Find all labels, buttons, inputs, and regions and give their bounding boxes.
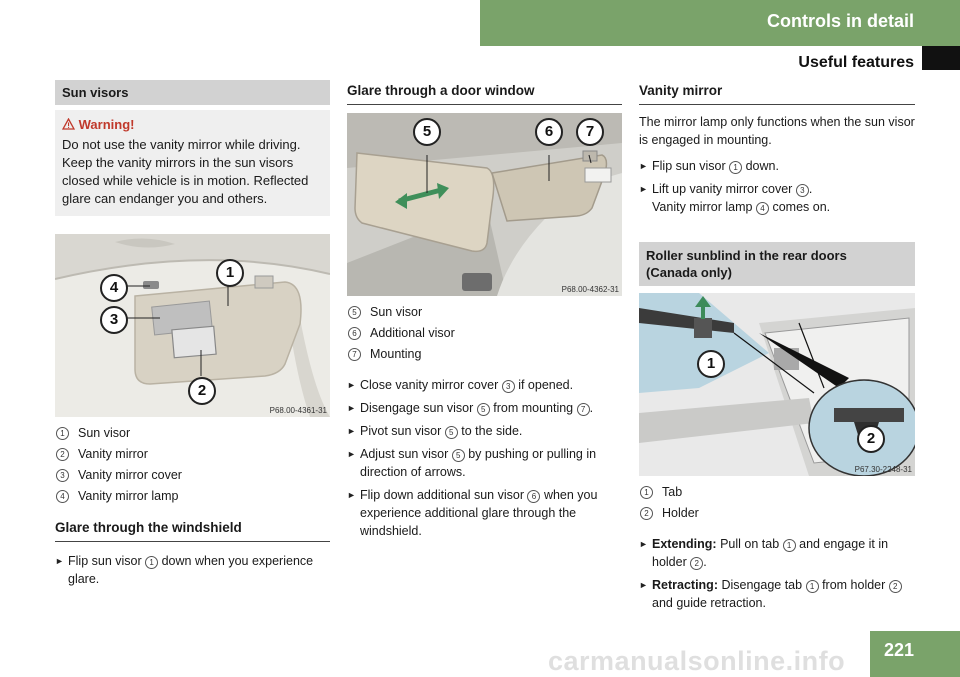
step-text: Retracting: Disengage tab 1 from holder … xyxy=(652,576,915,612)
step-text: Flip down additional sun visor 6 when yo… xyxy=(360,488,598,538)
warning-text: Do not use the vanity mirror while drivi… xyxy=(62,137,309,206)
item-number: 4 xyxy=(56,490,69,503)
vanity-intro: The mirror lamp only functions when the … xyxy=(639,115,915,147)
item-number: 2 xyxy=(640,507,653,520)
image-code: P67.30-2248-31 xyxy=(854,465,912,474)
callout-2: 2 xyxy=(857,425,885,453)
item-label: Vanity mirror cover xyxy=(78,468,182,482)
subsection-title: Useful features xyxy=(798,54,914,71)
warning-title-row: Warning! xyxy=(61,116,323,134)
roller-sunblind-heading: Roller sunblind in the rear doors (Canad… xyxy=(639,242,915,286)
sun-visors-heading: Sun visors xyxy=(55,80,330,105)
list-item: 1 Tab xyxy=(639,482,915,503)
callout-5: 5 xyxy=(413,118,441,146)
callout-7: 7 xyxy=(576,118,604,146)
list-item: 1 Sun visor xyxy=(55,423,330,444)
item-label: Sun visor xyxy=(370,305,423,319)
vanity-mirror-heading: Vanity mirror xyxy=(639,80,915,105)
arrow-icon: ► xyxy=(55,556,64,566)
callout-1: 1 xyxy=(697,350,725,378)
item-label: Tab xyxy=(662,485,683,499)
callout-2: 2 xyxy=(188,377,216,405)
step-text: Lift up vanity mirror cover 3.Vanity mir… xyxy=(652,182,831,215)
step-text: Extending: Pull on tab 1 and engage it i… xyxy=(652,537,889,570)
image-code: P68.00-4362-31 xyxy=(561,285,619,294)
arrow-icon: ► xyxy=(639,580,648,590)
list-item: 5 Sun visor xyxy=(347,302,622,323)
column-1: Sun visors Warning! Do not use the vanit… xyxy=(55,80,330,588)
windshield-heading: Glare through the windshield xyxy=(55,520,330,542)
sun-visor-figure: 4 3 1 2 P68.00-4361-31 xyxy=(55,234,330,417)
instruction-step: ► Disengage sun visor 5 from mounting 7. xyxy=(347,399,622,417)
arrow-icon: ► xyxy=(347,449,356,459)
warning-title: Warning! xyxy=(78,117,135,132)
item-label: Vanity mirror xyxy=(78,447,148,461)
page-number: 221 xyxy=(883,640,914,660)
item-number: 1 xyxy=(640,486,653,499)
step-text: Flip sun visor 1 down. xyxy=(652,159,779,174)
item-number: 6 xyxy=(348,327,361,340)
item-label: Vanity mirror lamp xyxy=(78,489,179,503)
arrow-icon: ► xyxy=(639,184,648,194)
instruction-step: ► Flip down additional sun visor 6 when … xyxy=(347,486,622,540)
item-label: Mounting xyxy=(370,347,422,361)
header-tab-marker xyxy=(922,46,960,70)
list-item: 4 Vanity mirror lamp xyxy=(55,486,330,507)
item-label: Holder xyxy=(662,506,699,520)
sunblind-figure: 1 2 P67.30-2248-31 xyxy=(639,293,915,476)
item-number: 7 xyxy=(348,348,361,361)
callout-4: 4 xyxy=(100,274,128,302)
arrow-icon: ► xyxy=(347,490,356,500)
item-label: Sun visor xyxy=(78,426,131,440)
callout-1: 1 xyxy=(216,259,244,287)
item-label: Additional visor xyxy=(370,326,455,340)
section-title: Controls in detail xyxy=(766,11,914,31)
instruction-step: ► Lift up vanity mirror cover 3.Vanity m… xyxy=(639,180,915,216)
item-number: 3 xyxy=(56,469,69,482)
instruction-step: ► Close vanity mirror cover 3 if opened. xyxy=(347,376,622,394)
callout-6: 6 xyxy=(535,118,563,146)
warning-triangle-icon xyxy=(61,117,79,132)
door-visor-figure: 5 6 7 P68.00-4362-31 xyxy=(347,113,622,296)
legend-list: 5 Sun visor 6 Additional visor 7 Mounting xyxy=(347,302,622,365)
column-2: Glare through a door window 5 6 7 P68.00… xyxy=(347,80,622,540)
door-window-heading: Glare through a door window xyxy=(347,80,622,105)
item-number: 5 xyxy=(348,306,361,319)
list-item: 3 Vanity mirror cover xyxy=(55,465,330,486)
instruction-step: ► Adjust sun visor 5 by pushing or pulli… xyxy=(347,445,622,481)
instruction-step: ► Retracting: Disengage tab 1 from holde… xyxy=(639,576,915,612)
instruction-step: ► Flip sun visor 1 down. xyxy=(639,157,915,175)
step-text: Flip sun visor 1 down when you experienc… xyxy=(68,554,314,586)
instruction-step: ► Extending: Pull on tab 1 and engage it… xyxy=(639,535,915,571)
instruction-step: ► Flip sun visor 1 down when you experie… xyxy=(55,552,330,588)
legend-list: 1 Tab 2 Holder xyxy=(639,482,915,524)
list-item: 2 Holder xyxy=(639,503,915,524)
arrow-icon: ► xyxy=(639,539,648,549)
callout-3: 3 xyxy=(100,306,128,334)
header-band xyxy=(480,0,960,46)
column-3: Vanity mirror The mirror lamp only funct… xyxy=(639,80,915,612)
arrow-icon: ► xyxy=(639,161,648,171)
arrow-icon: ► xyxy=(347,403,356,413)
page-number-box xyxy=(870,631,960,677)
arrow-icon: ► xyxy=(347,380,356,390)
arrow-icon: ► xyxy=(347,426,356,436)
item-number: 2 xyxy=(56,448,69,461)
image-code: P68.00-4361-31 xyxy=(269,406,327,415)
warning-box: Warning! Do not use the vanity mirror wh… xyxy=(55,110,330,216)
step-text: Close vanity mirror cover 3 if opened. xyxy=(360,378,574,393)
step-text: Adjust sun visor 5 by pushing or pulling… xyxy=(360,447,597,479)
watermark: carmanualsonline.info xyxy=(548,646,846,676)
list-item: 6 Additional visor xyxy=(347,323,622,344)
step-text: Pivot sun visor 5 to the side. xyxy=(360,424,523,439)
list-item: 2 Vanity mirror xyxy=(55,444,330,465)
instruction-step: ► Pivot sun visor 5 to the side. xyxy=(347,422,622,440)
step-text: Disengage sun visor 5 from mounting 7. xyxy=(360,401,594,416)
list-item: 7 Mounting xyxy=(347,344,622,365)
item-number: 1 xyxy=(56,427,69,440)
